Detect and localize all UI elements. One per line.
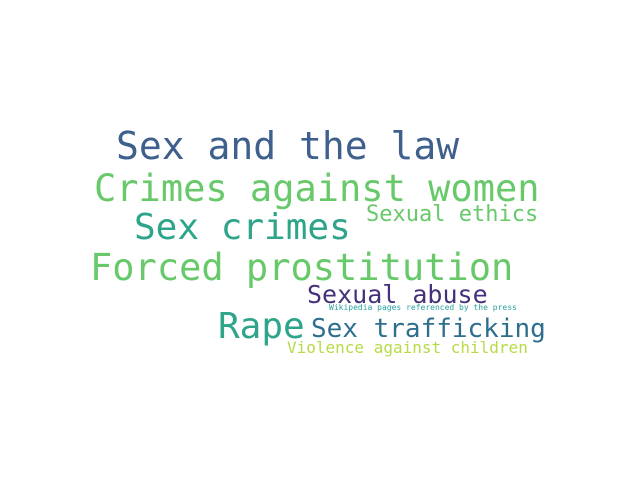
word-violence-against-children: Violence against children [287, 338, 528, 357]
word-crimes-against-women: Crimes against women [94, 167, 540, 210]
word-sexual-ethics: Sexual ethics [366, 202, 539, 227]
word-rape: Rape [218, 306, 305, 347]
word-sex-and-the-law: Sex and the law [116, 124, 460, 168]
word-sex-crimes: Sex crimes [134, 207, 351, 248]
word-sexual-abuse: Sexual abuse [307, 280, 488, 309]
word-wikipedia-pages-referenced-by-the-press: Wikipedia pages referenced by the press [329, 303, 517, 312]
word-sex-trafficking: Sex trafficking [311, 314, 546, 344]
word-forced-prostitution: Forced prostitution [90, 246, 514, 289]
